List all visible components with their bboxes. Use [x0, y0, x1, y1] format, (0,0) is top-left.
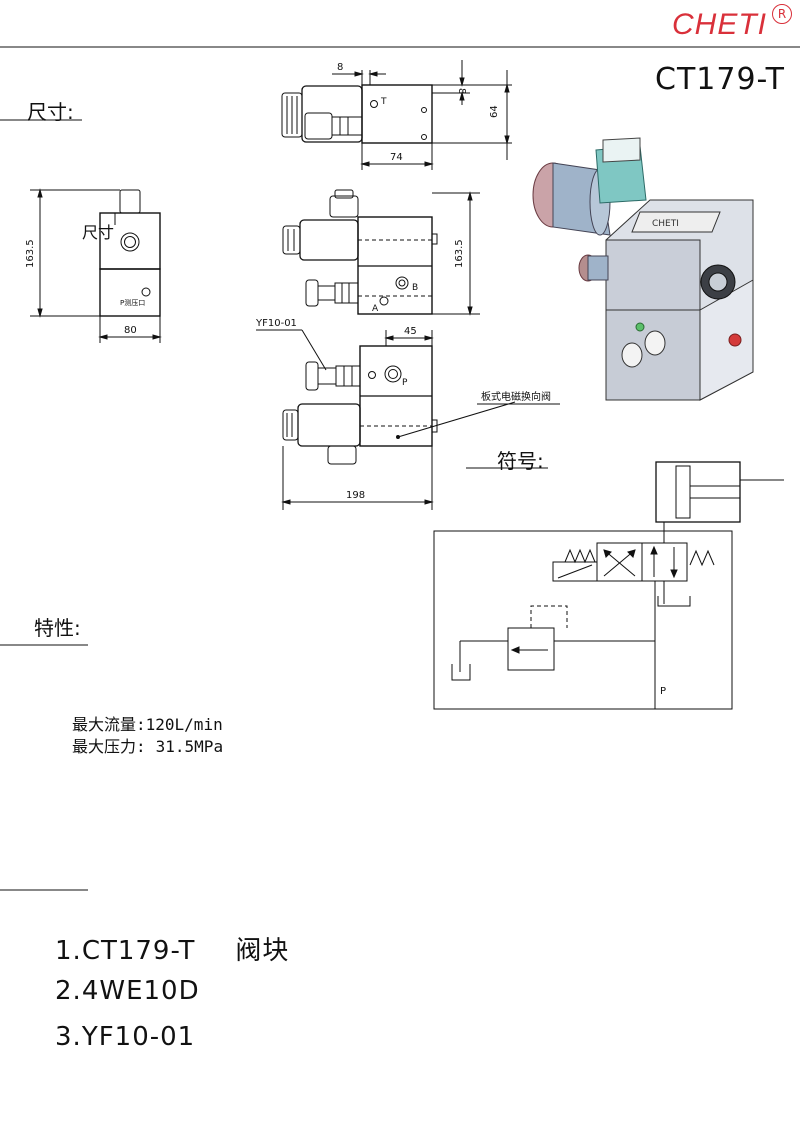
- part-3: 3.YF10-01: [55, 1022, 195, 1052]
- dim-74: 74: [390, 152, 403, 163]
- spec-flow-value: 120L/min: [145, 715, 223, 734]
- top-view: T 8 8 64 74: [281, 60, 512, 170]
- part-1: 1.CT179-T 阀块: [55, 930, 289, 967]
- side-view-text: 尺寸: [82, 223, 114, 242]
- part-3-number: 3.: [55, 1022, 82, 1052]
- port-t-label: T: [380, 97, 387, 107]
- port-a-label: A: [372, 304, 379, 314]
- dim-163-left: 163.5: [25, 239, 36, 268]
- gauge-port-label: P测压口: [120, 299, 145, 307]
- section-symbol: 符号:: [497, 449, 544, 473]
- part-2: 2.4WE10D: [55, 976, 200, 1006]
- part-1-number: 1.: [55, 936, 82, 966]
- spec-pressure-value: 31.5MPa: [155, 737, 224, 756]
- part-1-code: CT179-T: [81, 936, 196, 966]
- port-p-label: P: [402, 378, 408, 388]
- port-b-label: B: [412, 283, 418, 293]
- side-view: P测压口 尺寸 163.5 80: [25, 188, 162, 343]
- part-1-name: 阀块: [235, 936, 290, 966]
- model-number: CT179-T: [655, 62, 785, 97]
- spec-flow: 最大流量:120L/min: [72, 714, 223, 736]
- relief-valve-label: YF10-01: [255, 318, 297, 329]
- dim-45: 45: [404, 326, 417, 337]
- header-rule: [0, 46, 800, 48]
- part-2-number: 2.: [55, 976, 82, 1006]
- dim-198: 198: [346, 490, 365, 501]
- dim-163-mid: 163.5: [454, 239, 465, 268]
- dim-64: 64: [489, 105, 500, 118]
- spec-pressure-label: 最大压力:: [72, 737, 146, 756]
- front-view: B A 163.5: [282, 189, 480, 316]
- section-characteristics: 特性:: [34, 616, 81, 640]
- part-2-code: 4WE10D: [81, 976, 200, 1006]
- spec-flow-label: 最大流量:: [72, 715, 146, 734]
- valve-3d-rendering: CHETI: [532, 137, 754, 401]
- nameplate-label: CHETI: [652, 219, 679, 229]
- dim-8-vertical: 8: [456, 88, 467, 94]
- plan-view: P 板式电磁换向阀 YF10-01 45 198: [255, 318, 560, 510]
- hydraulic-symbol: P: [433, 461, 784, 710]
- registered-mark: R: [772, 4, 792, 24]
- brand-logo: CHETI: [672, 8, 767, 41]
- dim-8-horizontal: 8: [337, 62, 343, 73]
- spec-pressure: 最大压力: 31.5MPa: [72, 736, 223, 758]
- part-3-code: YF10-01: [81, 1022, 196, 1052]
- symbol-p-label: P: [660, 686, 666, 697]
- dim-80: 80: [124, 325, 137, 336]
- valve-callout-label: 板式电磁换向阀: [481, 390, 551, 403]
